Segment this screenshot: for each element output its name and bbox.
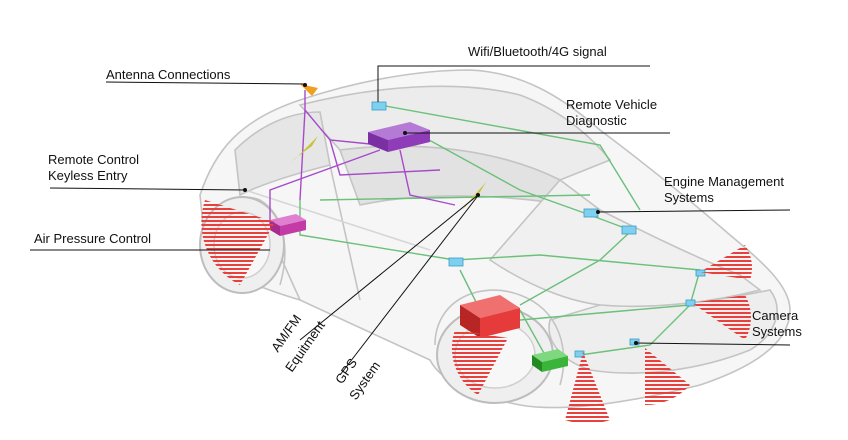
camera-label-1: Camera	[752, 308, 799, 323]
amfm-connector	[448, 257, 464, 267]
antenna-label: Antenna Connections	[106, 67, 231, 82]
callout-dots	[243, 83, 638, 345]
antenna-connection-marker	[300, 84, 318, 96]
wifi-label: Wifi/Bluetooth/4G signal	[468, 44, 607, 59]
wifi-connector	[371, 101, 387, 111]
antenna-callout	[105, 81, 306, 85]
front-bumper-sensor	[645, 348, 690, 406]
keyless-label-1: Remote Control	[48, 152, 140, 167]
green-wiring	[299, 104, 701, 356]
amfm-callout	[299, 194, 479, 341]
front-wheel-sensor	[451, 330, 508, 395]
remote-diagnostic-label-1: Remote Vehicle	[566, 97, 658, 112]
engine-label-2: Systems	[664, 190, 714, 205]
camera-label-2: Systems	[752, 324, 802, 339]
air-pressure-label: Air Pressure Control	[34, 231, 152, 246]
sensor-cones	[201, 200, 752, 424]
low-front-sensor	[565, 352, 610, 424]
gps-callout	[339, 196, 478, 376]
engine-connector	[583, 208, 599, 218]
remote-diagnostic-label-2: Diagnostic	[566, 113, 627, 128]
rear-pressure-sensor	[201, 200, 275, 285]
low-sensor-connector	[574, 350, 585, 358]
keyless-label-2: Keyless Entry	[48, 168, 128, 183]
remote-diagnostic-module	[368, 122, 430, 152]
front-sensor-connector	[695, 269, 706, 277]
camera-callout	[635, 342, 791, 346]
engine-callout	[597, 209, 791, 213]
green-control-module	[532, 349, 568, 372]
callout-lines	[30, 65, 791, 376]
engine-label-1: Engine Management	[664, 174, 784, 189]
wifi-callout	[377, 65, 650, 102]
corner-sensor-mid	[692, 295, 752, 340]
corner-sensor-top	[700, 245, 752, 280]
engine-connector-2	[621, 225, 637, 235]
keyless-callout	[49, 187, 246, 191]
engine-management-module	[460, 295, 520, 338]
purple-wiring	[269, 90, 456, 225]
